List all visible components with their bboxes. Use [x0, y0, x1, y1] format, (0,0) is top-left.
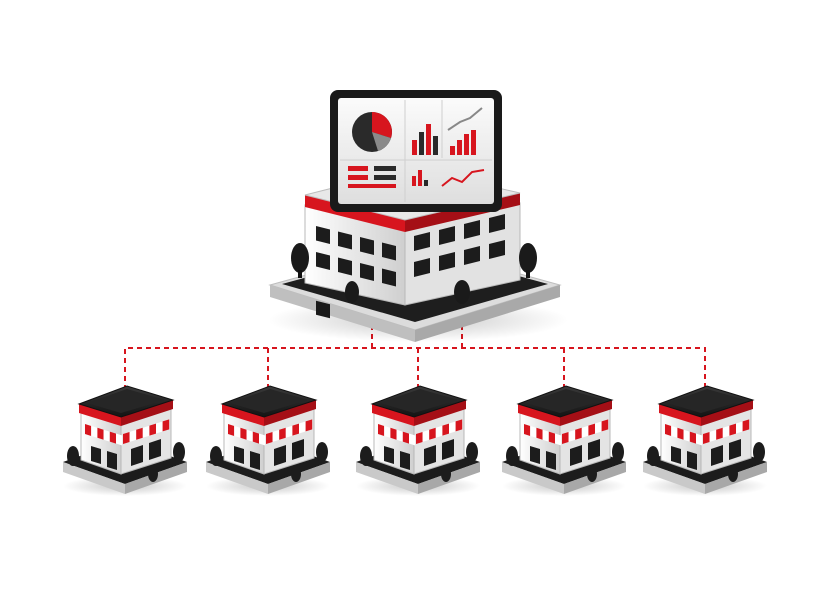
awning: [85, 419, 170, 446]
awning: [378, 419, 463, 446]
tree-icon: [360, 442, 478, 482]
tree-icon: [67, 442, 185, 482]
line-chart-icon: [412, 169, 485, 187]
storefront-icon: [643, 385, 767, 496]
tree-icon: [647, 442, 765, 482]
store-nodes: [63, 385, 767, 496]
storefront-icon: [356, 385, 480, 496]
awning: [524, 419, 609, 446]
monitor-icon: [330, 90, 502, 212]
storefront-icon: [206, 385, 330, 496]
list-widget: [348, 166, 396, 188]
storefront-icon: [63, 385, 187, 496]
connector-trunk: [124, 347, 706, 390]
building-windows: [316, 214, 505, 287]
pie-chart-icon: [352, 112, 392, 152]
awning: [665, 419, 750, 446]
headquarters-node: [268, 90, 568, 342]
storefront-icon: [502, 385, 626, 496]
bar-chart-icon: [412, 107, 483, 155]
tree-icon: [210, 442, 328, 482]
awning: [228, 419, 313, 446]
tree-icon: [291, 243, 537, 304]
tree-icon: [506, 442, 624, 482]
